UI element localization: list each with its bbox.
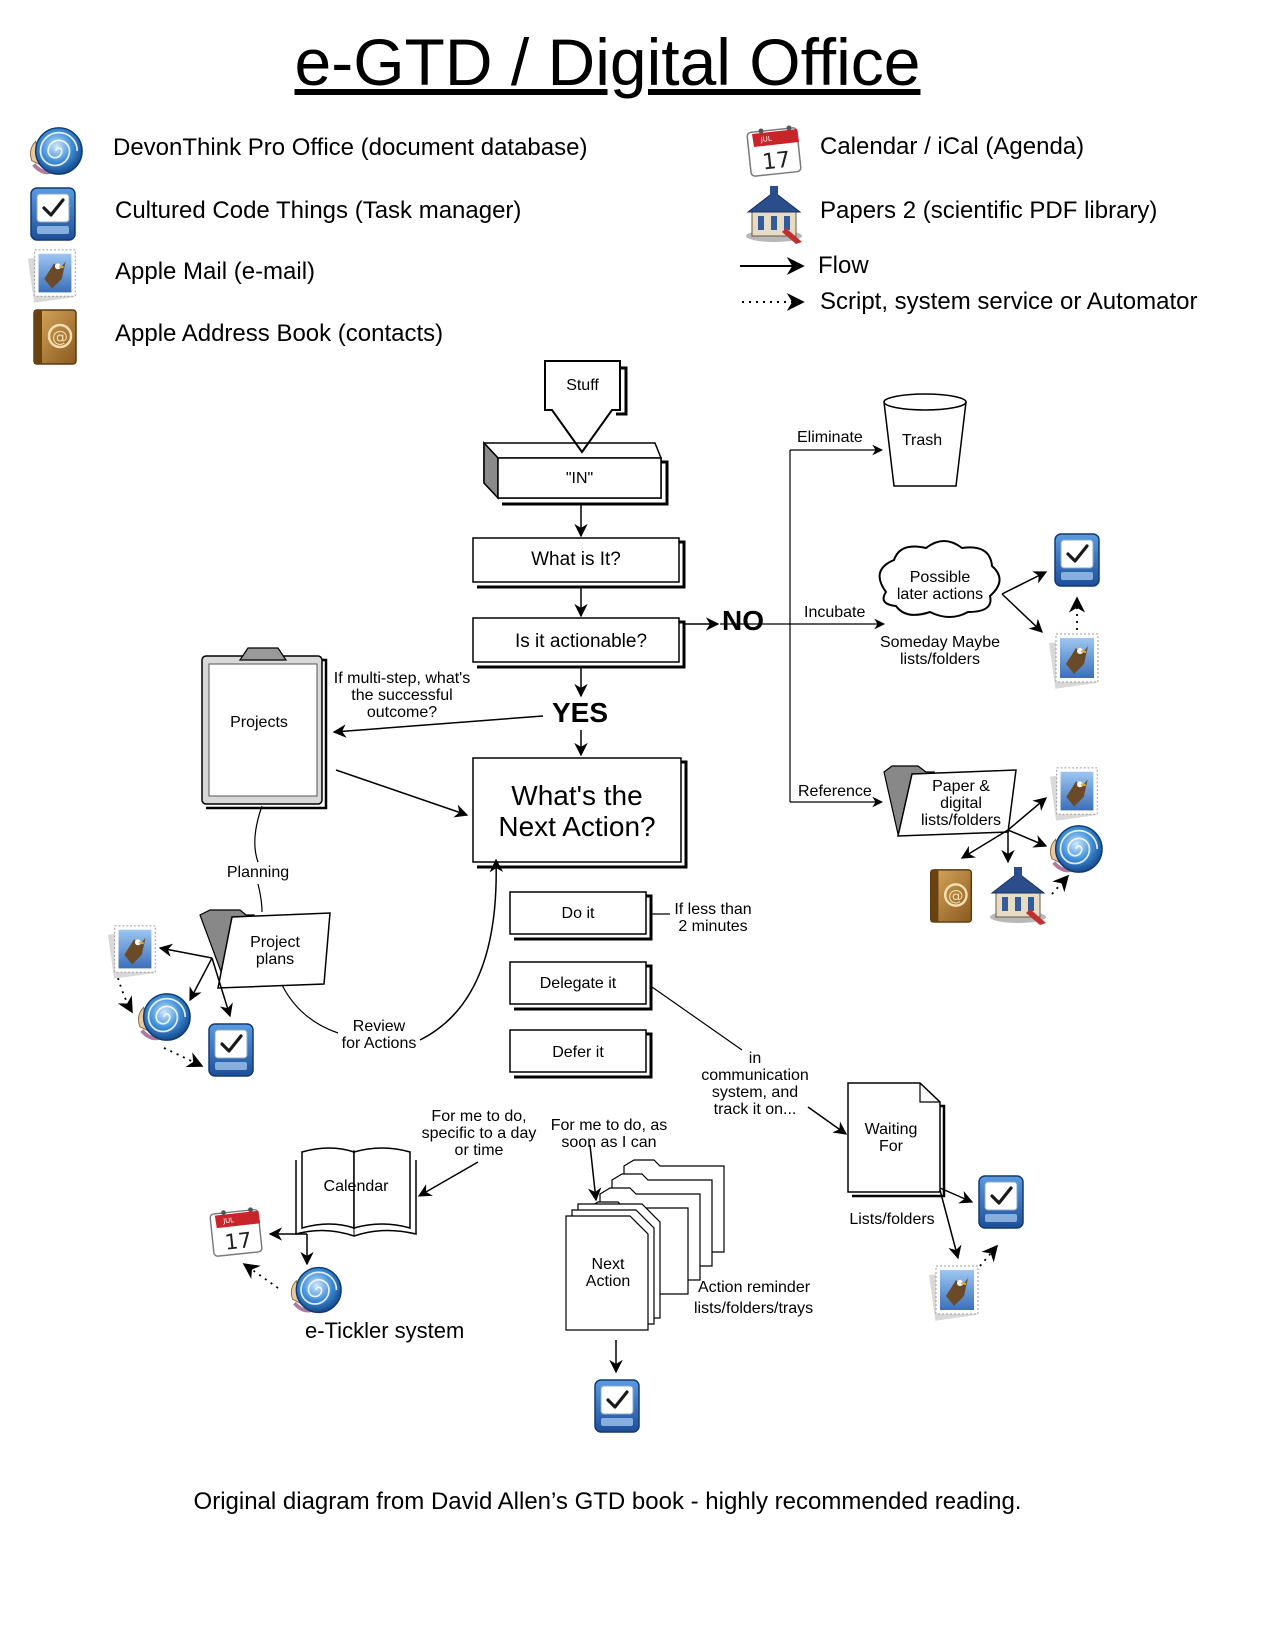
- devonthink-icon: [1046, 820, 1104, 878]
- mail-icon: [106, 922, 162, 980]
- multistep-text: If multi-step, what's the successful out…: [330, 670, 474, 721]
- legend-calendar: Calendar / iCal (Agenda): [820, 133, 1085, 160]
- delegate-it-box: Delegate it: [539, 975, 617, 992]
- eliminate-label: Eliminate: [797, 429, 863, 446]
- devonthink-icon: [286, 1262, 344, 1318]
- papers-icon: [986, 864, 1050, 926]
- things-icon: [206, 1020, 256, 1080]
- next-action-stack-line: Action: [585, 1273, 631, 1290]
- calendar-icon: [208, 1204, 266, 1258]
- review-line: for Actions: [341, 1035, 417, 1052]
- possible-line: later actions: [896, 586, 984, 603]
- less-than-line: 2 minutes: [678, 918, 748, 935]
- paper-digital-line: digital: [940, 795, 982, 812]
- incubate-label: Incubate: [804, 604, 866, 621]
- legend-addressbook: Apple Address Book (contacts): [115, 320, 444, 347]
- project-plans-line: plans: [255, 951, 295, 968]
- actionable-box: Is it actionable?: [514, 631, 648, 652]
- yes-label: YES: [552, 697, 609, 728]
- project-plans-label: Project plans: [240, 934, 310, 968]
- communication-line: communication: [701, 1067, 809, 1084]
- specific-day-line: specific to a day: [421, 1125, 537, 1142]
- asap-line: soon as I can: [561, 1134, 657, 1151]
- in-label: "IN": [565, 470, 594, 487]
- review-label: Review for Actions: [334, 1018, 424, 1052]
- next-action-line1: What's the: [511, 780, 643, 811]
- defer-it-box: Defer it: [552, 1044, 604, 1061]
- devonthink-icon: [134, 988, 192, 1046]
- possible-text: Possible later actions: [884, 569, 996, 603]
- mail-icon: [1048, 630, 1104, 690]
- review-line: Review: [352, 1018, 406, 1035]
- less-than-text: If less than 2 minutes: [666, 901, 760, 935]
- address-book-icon: [926, 866, 976, 924]
- eticker-label: e-Tickler system: [305, 1318, 465, 1343]
- action-reminder-line: Action reminder: [698, 1279, 811, 1296]
- someday-line: Someday Maybe: [879, 634, 1001, 651]
- specific-day-line: For me to do,: [431, 1108, 527, 1125]
- communication-line: system, and: [711, 1084, 799, 1101]
- lists-folders-label: Lists/folders: [849, 1211, 935, 1228]
- multistep-line: the successful: [351, 687, 453, 704]
- next-action-box: What's the Next Action?: [473, 780, 681, 842]
- legend-flow: Flow: [818, 252, 869, 279]
- planning-label: Planning: [226, 864, 290, 881]
- waiting-for-label: Waiting For: [848, 1121, 934, 1155]
- action-reminder-text: Action reminder lists/folders/trays: [694, 1277, 813, 1319]
- mail-icon: [928, 1262, 984, 1322]
- trash-label: Trash: [901, 432, 943, 449]
- no-label: NO: [722, 605, 764, 636]
- communication-line: track it on...: [713, 1101, 797, 1118]
- possible-line: Possible: [909, 569, 971, 586]
- communication-line: in: [748, 1050, 762, 1067]
- things-icon: [1052, 530, 1102, 590]
- next-action-stack-line: Next: [591, 1256, 625, 1273]
- someday-line: lists/folders: [899, 651, 981, 668]
- asap-line: For me to do, as: [550, 1117, 668, 1134]
- asap-text: For me to do, as soon as I can: [546, 1117, 672, 1151]
- legend-things: Cultured Code Things (Task manager): [115, 197, 522, 224]
- legend-script: Script, system service or Automator: [820, 288, 1198, 315]
- what-is-it-box: What is It?: [531, 549, 621, 570]
- paper-digital-text: Paper & digital lists/folders: [908, 778, 1014, 829]
- page-title: e-GTD / Digital Office: [294, 25, 921, 99]
- waiting-for-line: Waiting: [864, 1121, 918, 1138]
- action-reminder-line: lists/folders/trays: [694, 1300, 814, 1317]
- multistep-line: outcome?: [366, 704, 438, 721]
- paper-digital-line: lists/folders: [920, 812, 1002, 829]
- legend-devonthink: DevonThink Pro Office (document database…: [113, 134, 588, 161]
- specific-day-text: For me to do, specific to a day or time: [416, 1108, 542, 1159]
- calendar-label: Calendar: [323, 1178, 389, 1195]
- waiting-for-line: For: [879, 1138, 903, 1155]
- paper-digital-line: Paper &: [932, 778, 990, 795]
- projects-label: Projects: [230, 714, 288, 731]
- legend-papers: Papers 2 (scientific PDF library): [820, 197, 1158, 224]
- communication-text: in communication system, and track it on…: [696, 1050, 814, 1118]
- things-icon: [976, 1172, 1026, 1232]
- stuff-label: Stuff: [566, 377, 599, 394]
- next-action-line2: Next Action?: [498, 811, 656, 842]
- footer-note: Original diagram from David Allen’s GTD …: [193, 1488, 1022, 1515]
- legend-mail: Apple Mail (e-mail): [115, 258, 316, 285]
- do-it-box: Do it: [561, 905, 595, 922]
- multistep-line: If multi-step, what's: [333, 670, 471, 687]
- reference-label: Reference: [798, 783, 872, 800]
- specific-day-line: or time: [454, 1142, 504, 1159]
- someday-text: Someday Maybe lists/folders: [874, 634, 1006, 668]
- less-than-line: If less than: [674, 901, 752, 918]
- next-action-stack-label: Next Action: [570, 1256, 646, 1290]
- mail-icon: [1048, 764, 1104, 822]
- project-plans-line: Project: [250, 934, 300, 951]
- things-icon: [592, 1376, 642, 1436]
